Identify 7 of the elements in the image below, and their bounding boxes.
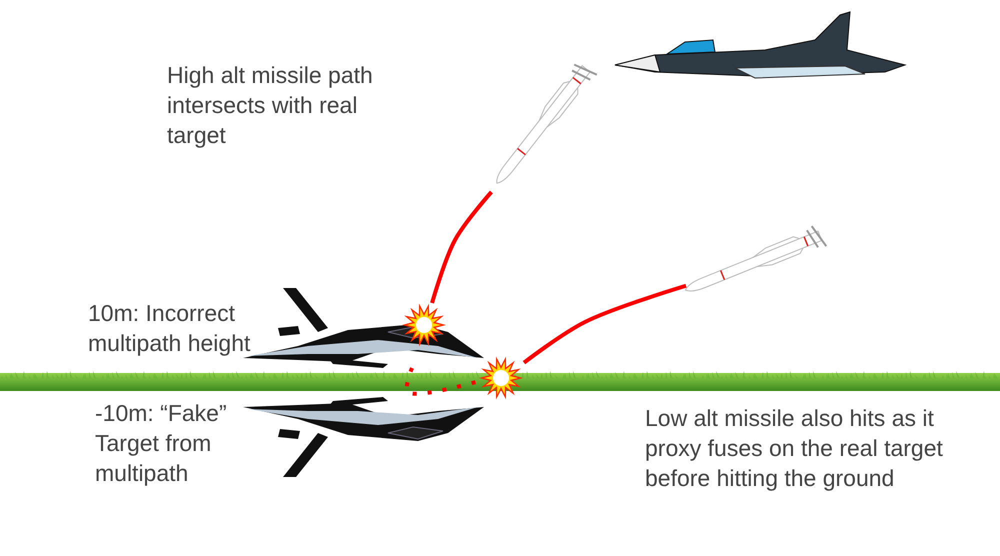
missile-trail [430, 190, 493, 304]
missile-trail [522, 284, 687, 364]
annotation-text: High alt missile path intersects with real target [167, 61, 374, 150]
annotation-text: -10m: “Fake” Target from multipath [95, 399, 228, 488]
dotted-signal-path [404, 367, 479, 396]
annotation-text: 10m: Incorrect multipath height [88, 299, 252, 358]
annotation-text: Low alt missile also hits as it proxy fuses on the real target before hitting the ground [645, 404, 944, 493]
